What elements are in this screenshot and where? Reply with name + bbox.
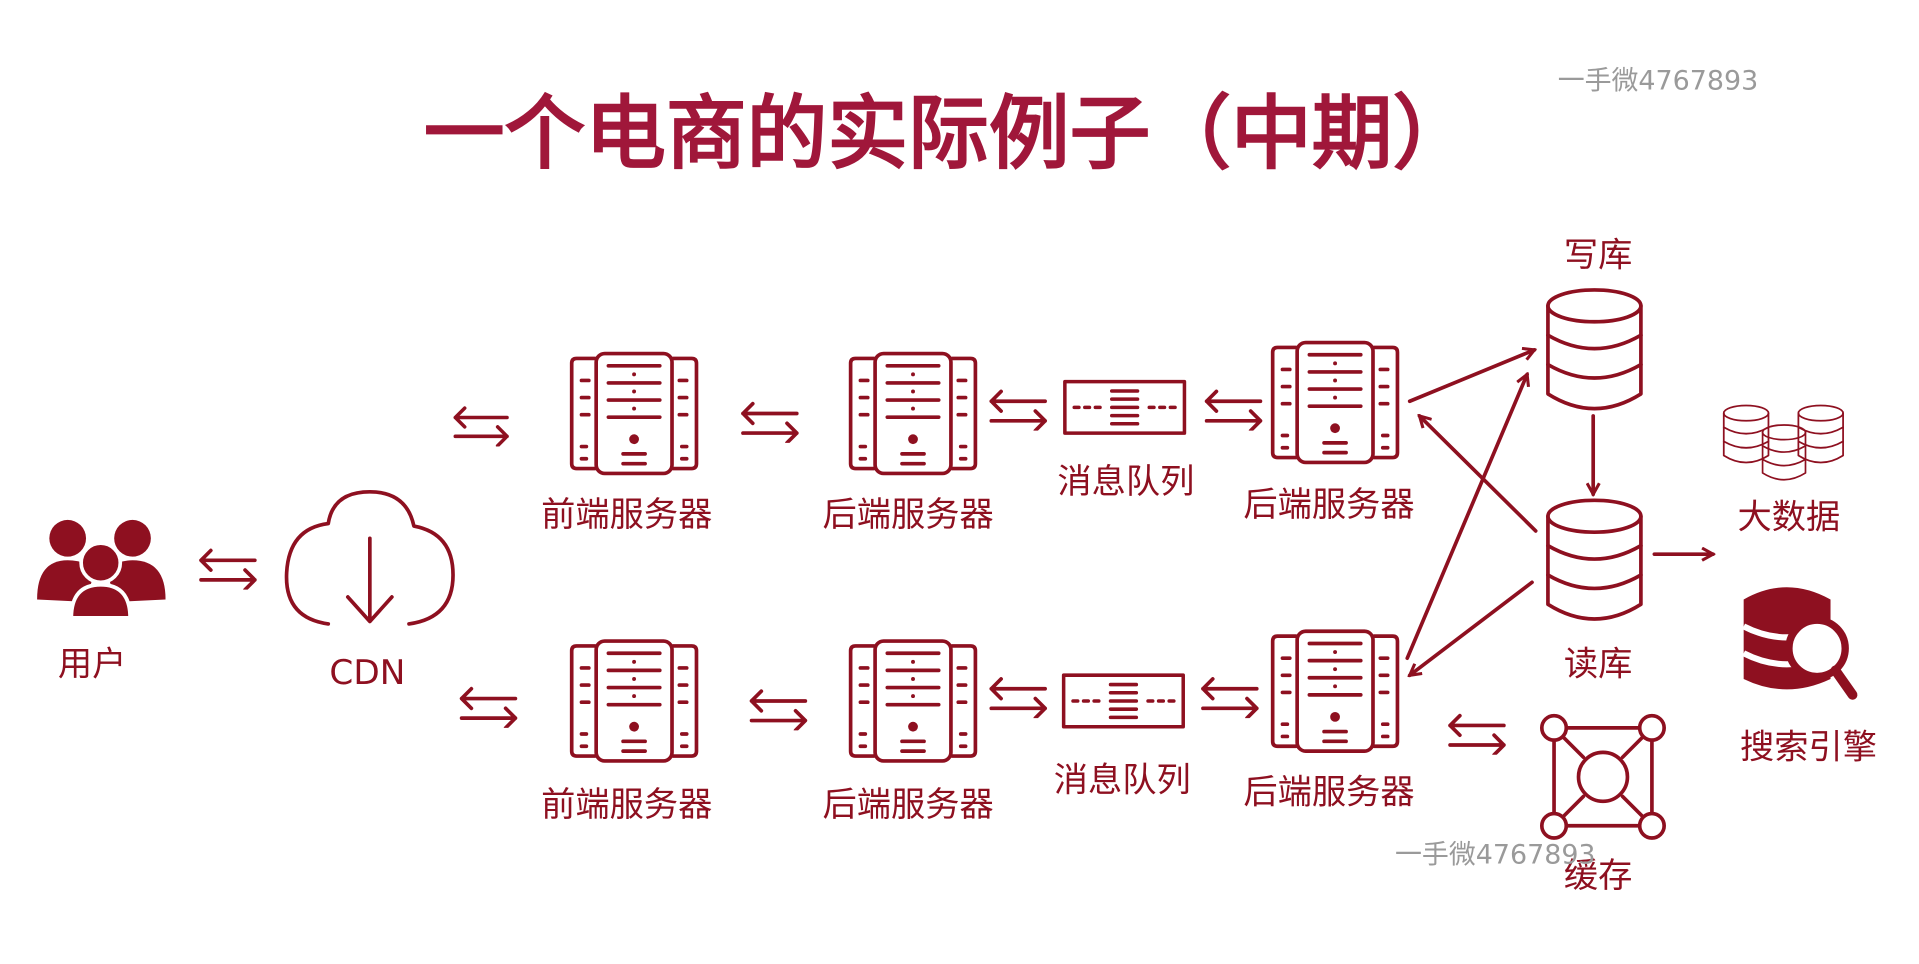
frontend-server-icon <box>569 351 699 476</box>
backend-server-icon <box>1270 629 1400 753</box>
label-backend-server: 后端服务器 <box>822 495 993 535</box>
bidirectional-arrow-icon <box>1201 677 1259 719</box>
arrow-write-top <box>1407 350 1535 404</box>
label-write-db: 写库 <box>1564 236 1633 276</box>
watermark: 一手微4767893 <box>1558 65 1759 96</box>
backend-server-icon <box>1270 340 1400 465</box>
arrow-write-bottom <box>1405 374 1527 660</box>
bidirectional-arrow-icon <box>459 686 518 728</box>
bidirectional-arrow-icon <box>741 401 799 443</box>
label-user: 用户 <box>58 644 127 684</box>
search-engine-icon <box>1742 587 1858 700</box>
data-flow-arrows <box>1405 350 1713 675</box>
bidirectional-arrow-icon <box>1450 716 1504 755</box>
label-search-engine: 搜索引擎 <box>1740 727 1877 767</box>
read-database-icon <box>1546 498 1643 621</box>
label-frontend-server: 前端服务器 <box>541 785 712 825</box>
write-database-icon <box>1546 288 1643 411</box>
message-queue-icon <box>1063 379 1187 435</box>
message-queue-icon <box>1061 673 1186 729</box>
big-data-icon <box>1722 404 1845 481</box>
bidirectional-arrow-icon <box>989 677 1047 719</box>
label-cdn: CDN <box>329 653 405 693</box>
label-backend-server: 后端服务器 <box>1243 773 1414 813</box>
bidirectional-arrow-icon <box>989 389 1047 431</box>
cache-icon <box>1539 713 1666 840</box>
backend-server-icon <box>848 351 978 476</box>
label-big-data: 大数据 <box>1738 497 1841 537</box>
bidirectional-arrow-icon <box>453 406 509 447</box>
label-backend-server: 后端服务器 <box>1243 485 1414 525</box>
bidirectional-arrow-icon <box>199 548 257 590</box>
watermark: 一手微4767893 <box>1395 840 1596 871</box>
page-title: 一个电商的实际例子（中期） <box>424 87 1474 181</box>
backend-server-icon <box>848 639 978 763</box>
cloud-download-icon <box>284 489 455 626</box>
label-backend-server: 后端服务器 <box>822 785 993 825</box>
label-read-db: 读库 <box>1564 644 1633 684</box>
bidirectional-arrow-icon <box>1204 389 1263 431</box>
label-message-queue: 消息队列 <box>1054 761 1191 801</box>
bidirectional-arrow-icon <box>749 689 808 731</box>
frontend-server-icon <box>569 639 699 763</box>
label-cache: 缓存 <box>1564 856 1633 896</box>
users-icon <box>37 519 166 620</box>
label-message-queue: 消息队列 <box>1057 462 1194 502</box>
arrow-read-bottom <box>1410 580 1534 675</box>
label-frontend-server: 前端服务器 <box>541 495 712 535</box>
arrow-read-top <box>1419 416 1538 533</box>
